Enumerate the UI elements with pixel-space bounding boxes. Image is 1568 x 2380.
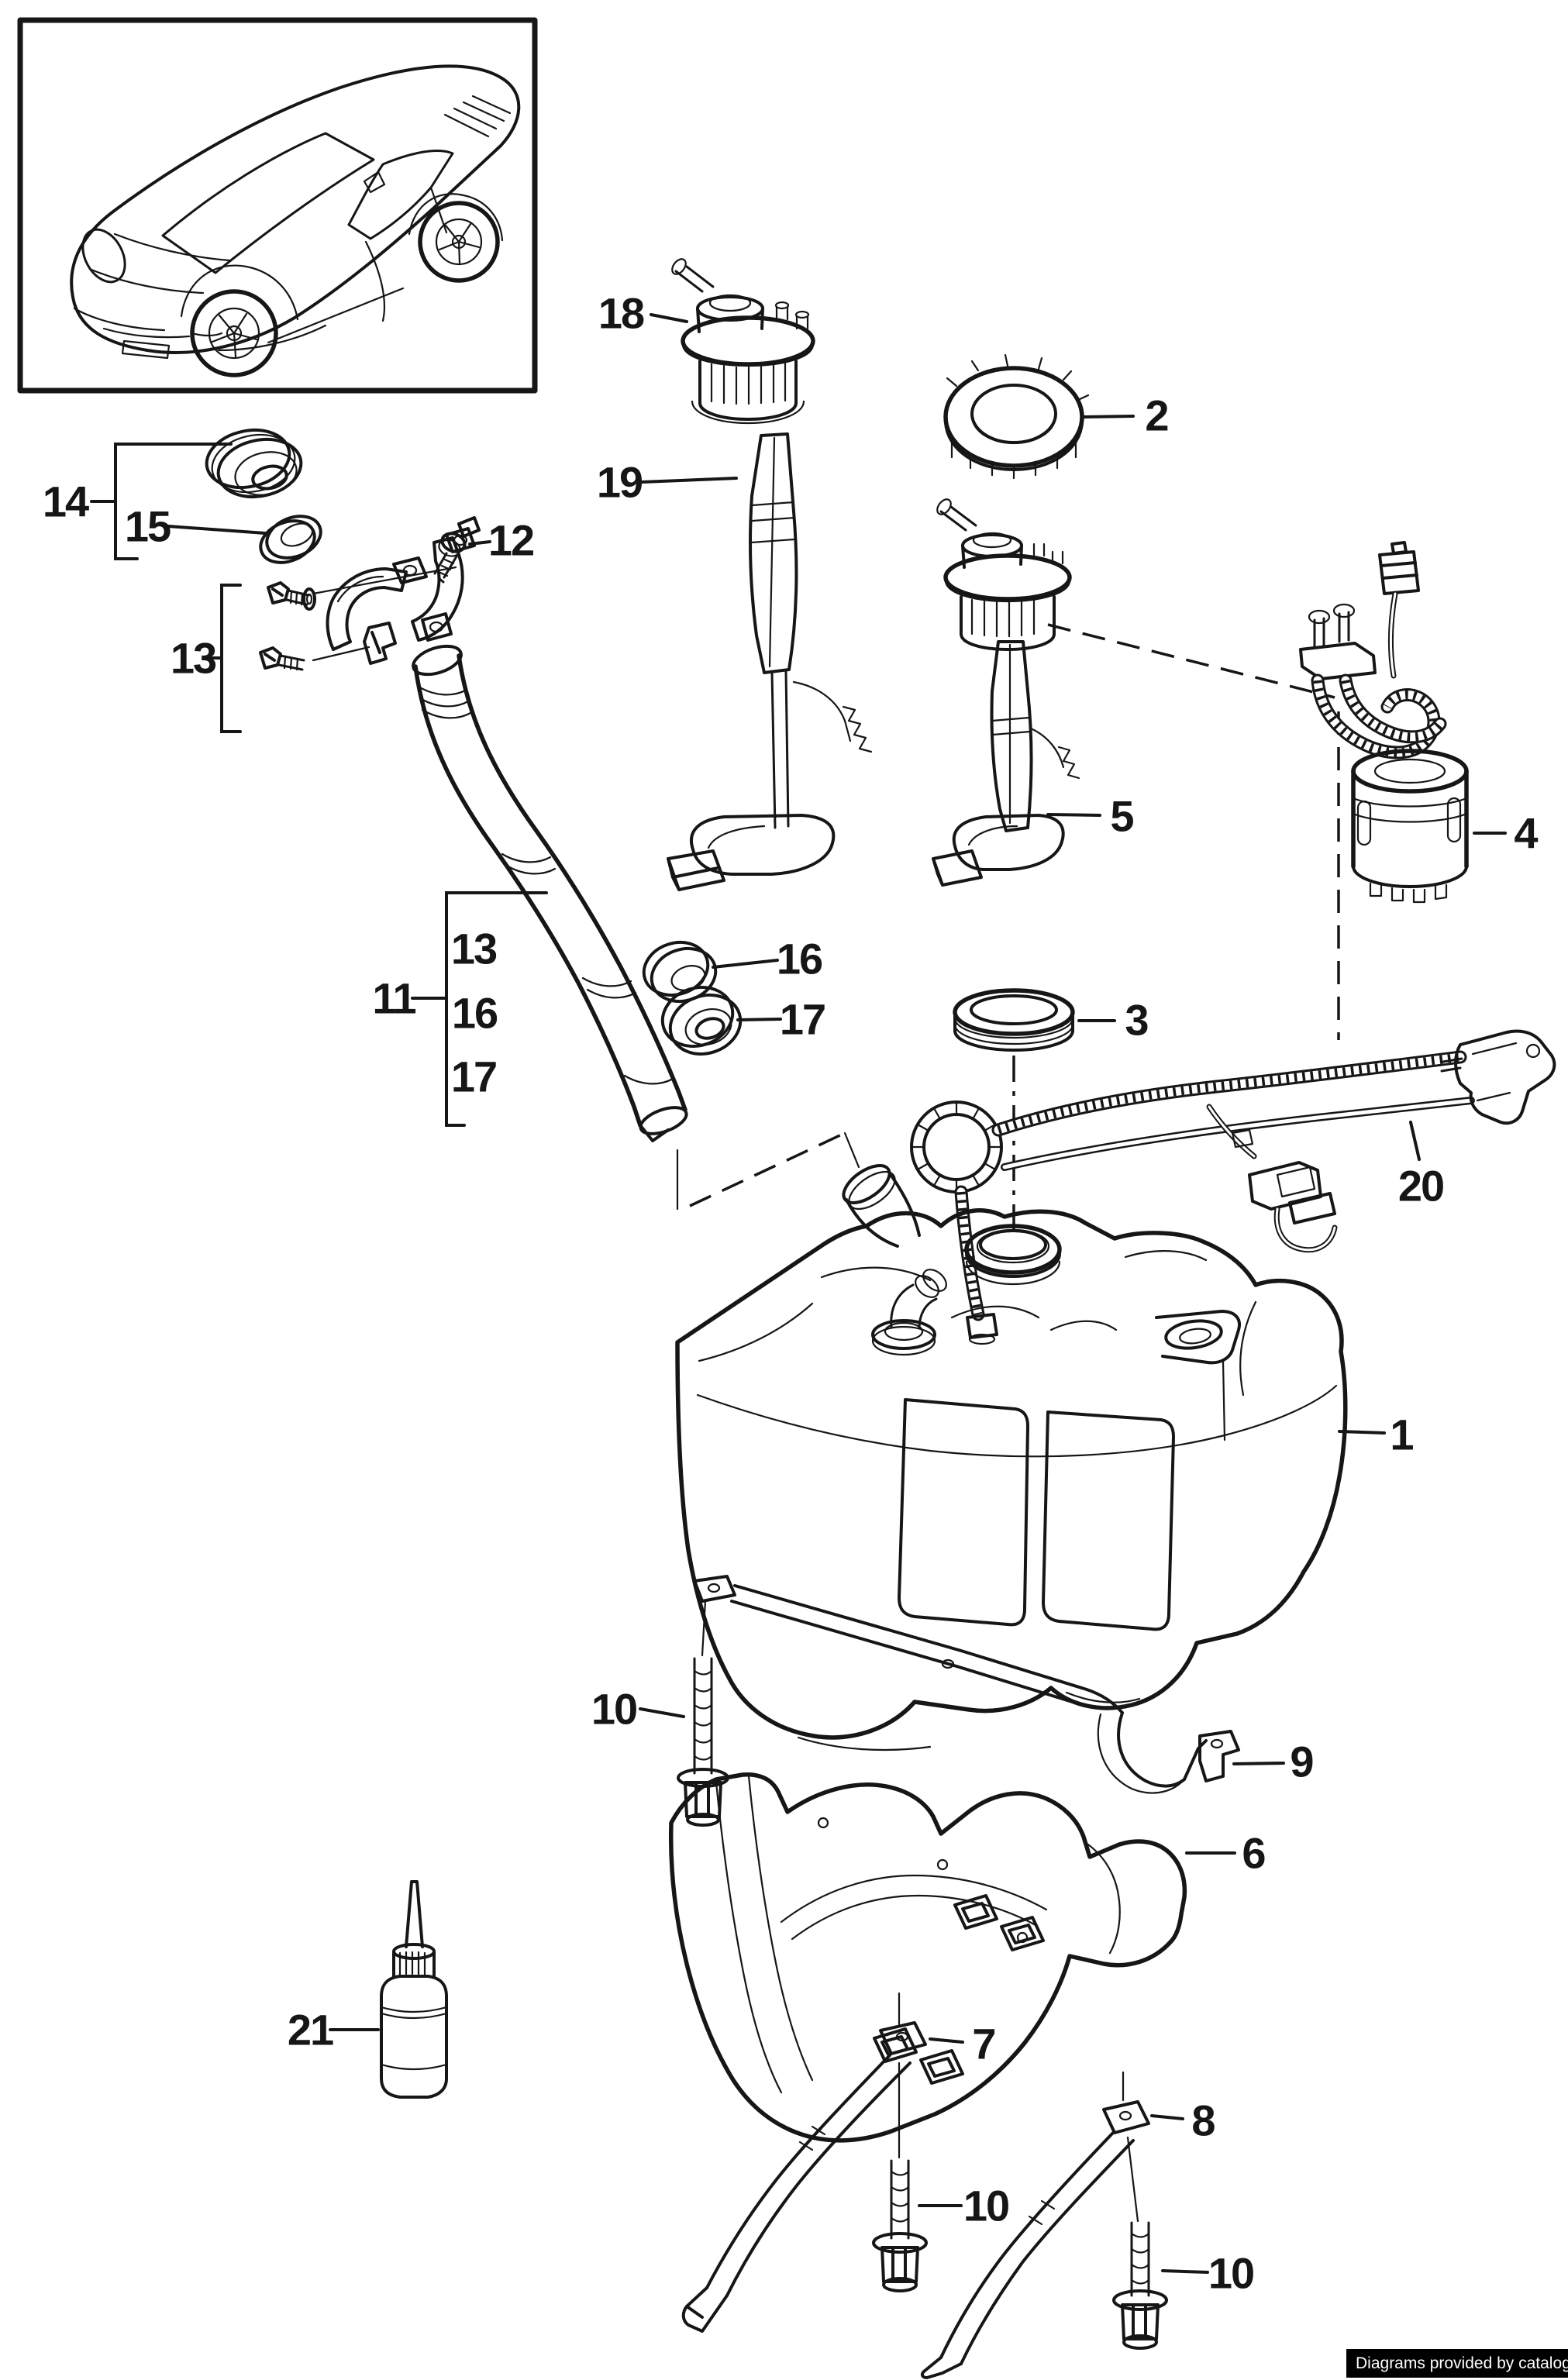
part-4-fuel-pump bbox=[1047, 541, 1469, 1040]
tank-recess-right bbox=[1042, 1410, 1175, 1631]
callout-9: 9 bbox=[1290, 1738, 1313, 1786]
callout-19: 19 bbox=[597, 458, 643, 507]
car-headlight bbox=[81, 228, 126, 284]
part-13-clamp-group bbox=[259, 516, 481, 671]
callout-14: 14 bbox=[43, 477, 89, 526]
pump-body bbox=[1351, 749, 1469, 904]
callout-layer: 1234567891010101112131314151616171718192… bbox=[43, 289, 1540, 2298]
part-8-strap bbox=[920, 2071, 1150, 2379]
part-1-fuel-tank bbox=[675, 1164, 1348, 1751]
leader-16b bbox=[712, 959, 779, 969]
car-body bbox=[70, 64, 521, 354]
callout-8: 8 bbox=[1191, 2096, 1215, 2145]
clamp-halves bbox=[326, 516, 481, 665]
harness-connector bbox=[1248, 1161, 1335, 1250]
bracket-11 bbox=[445, 891, 548, 1127]
bracket-13 bbox=[220, 584, 242, 733]
tank-vent-elbow bbox=[842, 1164, 921, 1248]
callout-13b: 13 bbox=[451, 925, 497, 973]
part-7-strap bbox=[681, 1992, 927, 2333]
shield-hole bbox=[953, 1894, 998, 1930]
callout-4: 4 bbox=[1514, 809, 1538, 858]
leader-15 bbox=[167, 525, 267, 535]
callout-1: 1 bbox=[1390, 1410, 1413, 1459]
callout-21: 21 bbox=[288, 2006, 333, 2055]
part-6-heat-shield bbox=[668, 1772, 1187, 2143]
car-front-wheel bbox=[190, 289, 278, 377]
leader-1 bbox=[1338, 1430, 1386, 1435]
shield-hole bbox=[919, 2049, 964, 2085]
part-16-grommet bbox=[642, 941, 718, 1003]
part-20-harness bbox=[910, 1029, 1556, 1345]
bracket-14 bbox=[114, 443, 233, 560]
callout-13: 13 bbox=[171, 634, 216, 683]
shield-hole bbox=[1000, 1916, 1045, 1951]
leader-20 bbox=[1409, 1121, 1421, 1161]
leader-7 bbox=[929, 2037, 964, 2044]
leader-12 bbox=[468, 540, 491, 546]
tank-recess-left bbox=[898, 1398, 1029, 1627]
leader-10c bbox=[1161, 2269, 1209, 2274]
harness-tail-fitting bbox=[966, 1313, 998, 1339]
callout-16b: 16 bbox=[777, 935, 822, 983]
clamp-bolt-lower bbox=[259, 646, 305, 671]
callout-10c: 10 bbox=[1208, 2249, 1253, 2298]
part-9-tank-strap bbox=[693, 1575, 1240, 1794]
part-3-seal-ring bbox=[953, 988, 1075, 1052]
part-18-sender-flange bbox=[671, 258, 815, 425]
pump-alignment-lines bbox=[1047, 623, 1340, 1040]
car-inset bbox=[17, 17, 538, 394]
part-14-bushing bbox=[205, 429, 303, 498]
part-17-grommet bbox=[660, 986, 743, 1056]
leader-18 bbox=[650, 313, 688, 323]
callout-20: 20 bbox=[1398, 1162, 1443, 1211]
callout-17b: 17 bbox=[780, 995, 825, 1044]
leader-8 bbox=[1150, 2114, 1184, 2120]
leader-2 bbox=[1082, 415, 1135, 418]
callout-18: 18 bbox=[598, 289, 644, 338]
callout-10b: 10 bbox=[963, 2182, 1008, 2230]
callout-17a: 17 bbox=[451, 1052, 496, 1101]
callout-6: 6 bbox=[1242, 1829, 1265, 1878]
part-11-filler-pipe bbox=[412, 644, 860, 1211]
leader-19 bbox=[640, 477, 738, 484]
callout-2: 2 bbox=[1145, 391, 1167, 440]
callout-7: 7 bbox=[972, 2020, 994, 2068]
part-21-bottle bbox=[380, 1880, 448, 2099]
pump-hose-clamp bbox=[1299, 603, 1377, 680]
tank-filler-ring bbox=[964, 1224, 1062, 1286]
tank-strap-boss bbox=[1155, 1310, 1241, 1365]
leader-10a bbox=[639, 1707, 685, 1718]
watermark-text: Diagrams provided by catalogs parts bbox=[1356, 2354, 1568, 2372]
part-10b-bolt bbox=[872, 2061, 928, 2292]
part-15-seal bbox=[259, 515, 322, 564]
leader-17b bbox=[736, 1018, 782, 1021]
clamp-washer bbox=[302, 587, 316, 611]
part-10c-bolt bbox=[1112, 2136, 1168, 2350]
harness-loop bbox=[910, 1100, 1003, 1193]
harness-right-flange bbox=[1440, 1029, 1556, 1125]
watermark: Diagrams provided by catalogs parts bbox=[1346, 2349, 1568, 2378]
part-10a-bolt bbox=[677, 1600, 729, 1827]
callout-5: 5 bbox=[1110, 792, 1133, 841]
part-5-level-sender bbox=[932, 498, 1080, 887]
part-19-level-sender bbox=[667, 432, 873, 891]
leader-9 bbox=[1232, 1762, 1285, 1765]
pump-connector bbox=[1378, 541, 1420, 595]
part-2-lock-ring bbox=[943, 353, 1090, 480]
car-rear-wheel bbox=[418, 201, 500, 283]
tank-pickup-elbow bbox=[871, 1269, 947, 1356]
pipe-mouth bbox=[412, 644, 463, 677]
callout-16a: 16 bbox=[452, 989, 498, 1038]
callout-11: 11 bbox=[372, 974, 415, 1023]
callout-10a: 10 bbox=[591, 1685, 636, 1734]
callout-3: 3 bbox=[1125, 996, 1148, 1045]
callout-15: 15 bbox=[125, 502, 171, 551]
callout-12: 12 bbox=[488, 516, 533, 565]
